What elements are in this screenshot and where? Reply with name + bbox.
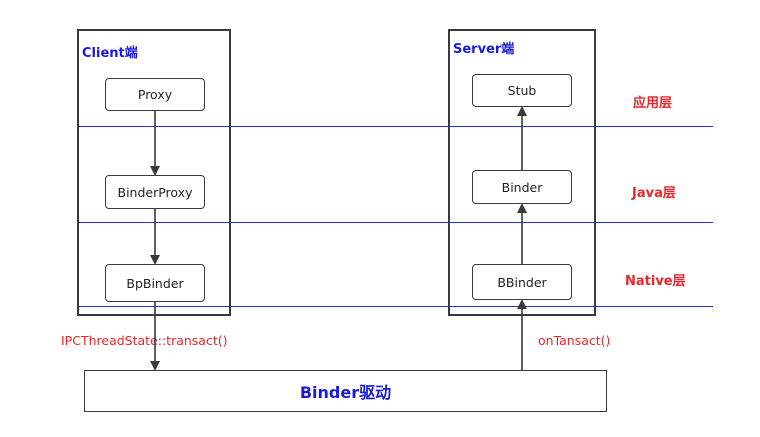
client-title: Client端	[82, 46, 138, 61]
binder-driver-box: Binder驱动	[84, 370, 607, 412]
native-layer-label: Native层	[625, 274, 686, 289]
binder-driver-label: Binder驱动	[299, 383, 392, 402]
app-layer-label: 应用层	[633, 96, 673, 111]
client-call-label: IPCThreadState::transact()	[61, 333, 228, 348]
server-call-label: onTansact()	[538, 333, 611, 348]
layer-divider-native-driver	[79, 306, 713, 307]
java-layer-label: Java层	[632, 186, 676, 201]
server-title: Server端	[453, 42, 515, 57]
client-frame	[77, 29, 231, 316]
proxy-node: Proxy	[105, 78, 205, 111]
binder-node: Binder	[472, 170, 572, 204]
binder-proxy-node: BinderProxy	[105, 175, 205, 209]
layer-divider-java-native	[79, 222, 713, 223]
layer-divider-app-java	[79, 126, 713, 127]
bp-binder-node: BpBinder	[105, 264, 205, 302]
